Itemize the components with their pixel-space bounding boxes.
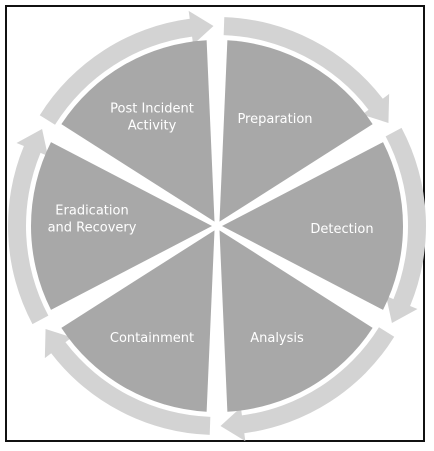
arrow-eradication [7, 129, 49, 325]
label-eradication-line-1: Eradication [55, 204, 128, 219]
cycle-wedges [30, 40, 404, 412]
wedge-eradication [30, 142, 212, 310]
label-analysis-line-1: Analysis [250, 331, 304, 346]
label-post-incident-line-1: Post Incident [110, 102, 194, 117]
label-preparation-line-1: Preparation [237, 112, 312, 127]
arrow-containment [44, 329, 211, 435]
label-post-incident-line-2: Activity [128, 119, 177, 134]
label-eradication-line-2: and Recovery [48, 221, 137, 236]
arrow-analysis [220, 327, 395, 442]
label-containment-line-1: Containment [110, 331, 194, 346]
wedge-preparation [219, 40, 373, 222]
wedge-analysis [219, 230, 373, 412]
arrow-preparation [223, 17, 390, 123]
label-detection-line-1: Detection [310, 222, 373, 237]
wedge-detection [222, 142, 404, 310]
wedge-containment [61, 230, 215, 412]
cycle-arrows [7, 10, 426, 442]
arrow-detection [385, 127, 426, 323]
arrow-post-incident [39, 10, 214, 125]
wedge-post-incident [61, 40, 215, 222]
